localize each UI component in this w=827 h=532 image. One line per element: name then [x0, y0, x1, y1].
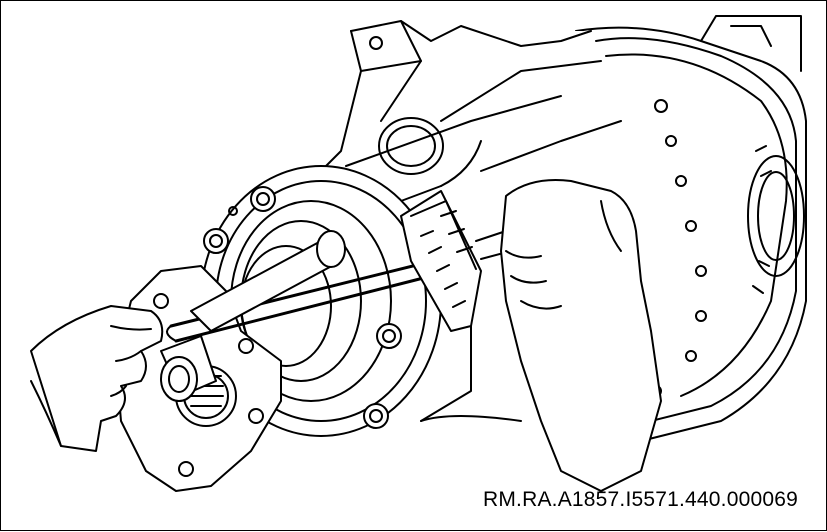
- figure-reference-code: RM.RA.A1857.I5571.440.000069: [483, 488, 798, 511]
- axle-tube: [261, 21, 621, 201]
- socket-extension: [161, 231, 345, 401]
- left-hand: [31, 306, 162, 451]
- right-hand: [501, 180, 661, 491]
